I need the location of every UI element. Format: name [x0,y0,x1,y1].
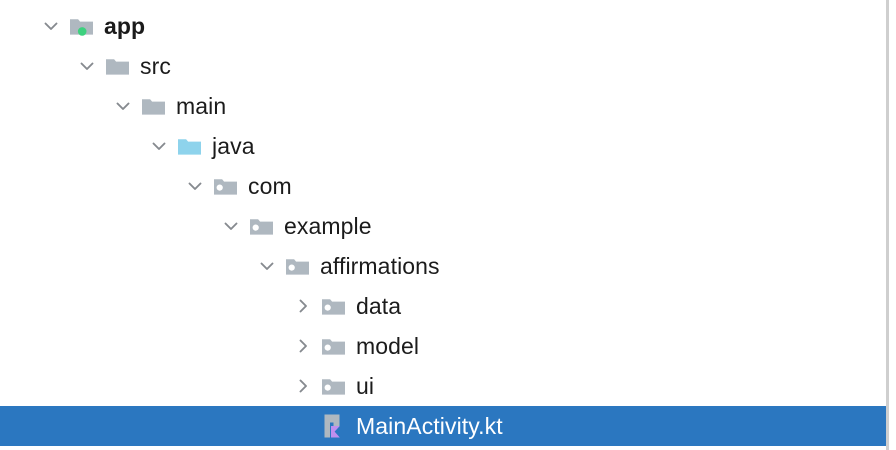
chevron-down-icon[interactable] [220,215,242,237]
package-folder-icon [212,172,240,200]
module-folder-icon [68,12,96,40]
package-folder-icon [248,212,276,240]
kotlin-file-icon [320,412,348,440]
tree-row-label: java [212,133,255,159]
tree-row-label: MainActivity.kt [356,413,503,439]
tree-row-java[interactable]: java [0,126,886,166]
tree-row-label: example [284,213,372,239]
tree-row-label: com [248,173,292,199]
tree-row-label: affirmations [320,253,440,279]
chevron-right-icon[interactable] [292,335,314,357]
package-folder-icon [320,372,348,400]
chevron-right-icon[interactable] [292,375,314,397]
tree-row-app[interactable]: app [0,6,886,46]
scrollbar-gutter-background [889,0,896,450]
tree-row-main[interactable]: main [0,86,886,126]
chevron-down-icon[interactable] [184,175,206,197]
tree-row-label: data [356,293,402,319]
scrollbar-track[interactable] [886,0,889,450]
chevron-down-icon[interactable] [148,135,170,157]
folder-icon [104,52,132,80]
package-folder-icon [284,252,312,280]
chevron-down-icon[interactable] [76,55,98,77]
chevron-down-icon[interactable] [256,255,278,277]
chevron-down-icon[interactable] [112,95,134,117]
tree-row-ui[interactable]: ui [0,366,886,406]
tree-row-example[interactable]: example [0,206,886,246]
tree-row-label: main [176,93,227,119]
chevron-down-icon[interactable] [40,15,62,37]
sources-root-folder-icon [176,132,204,160]
tree-row-label: src [140,53,171,79]
tree-row-com[interactable]: com [0,166,886,206]
package-folder-icon [320,332,348,360]
tree-row-label: app [104,13,146,39]
package-folder-icon [320,292,348,320]
folder-icon [140,92,168,120]
tree-row-src[interactable]: src [0,46,886,86]
tree-row-label: model [356,333,420,359]
tree-row-mainactivity-kt[interactable]: MainActivity.kt [0,406,886,446]
tree-row-affirmations[interactable]: affirmations [0,246,886,286]
chevron-right-icon[interactable] [292,295,314,317]
tree-row-model[interactable]: model [0,326,886,366]
tree-row-label: ui [356,373,375,399]
tree-row-data[interactable]: data [0,286,886,326]
